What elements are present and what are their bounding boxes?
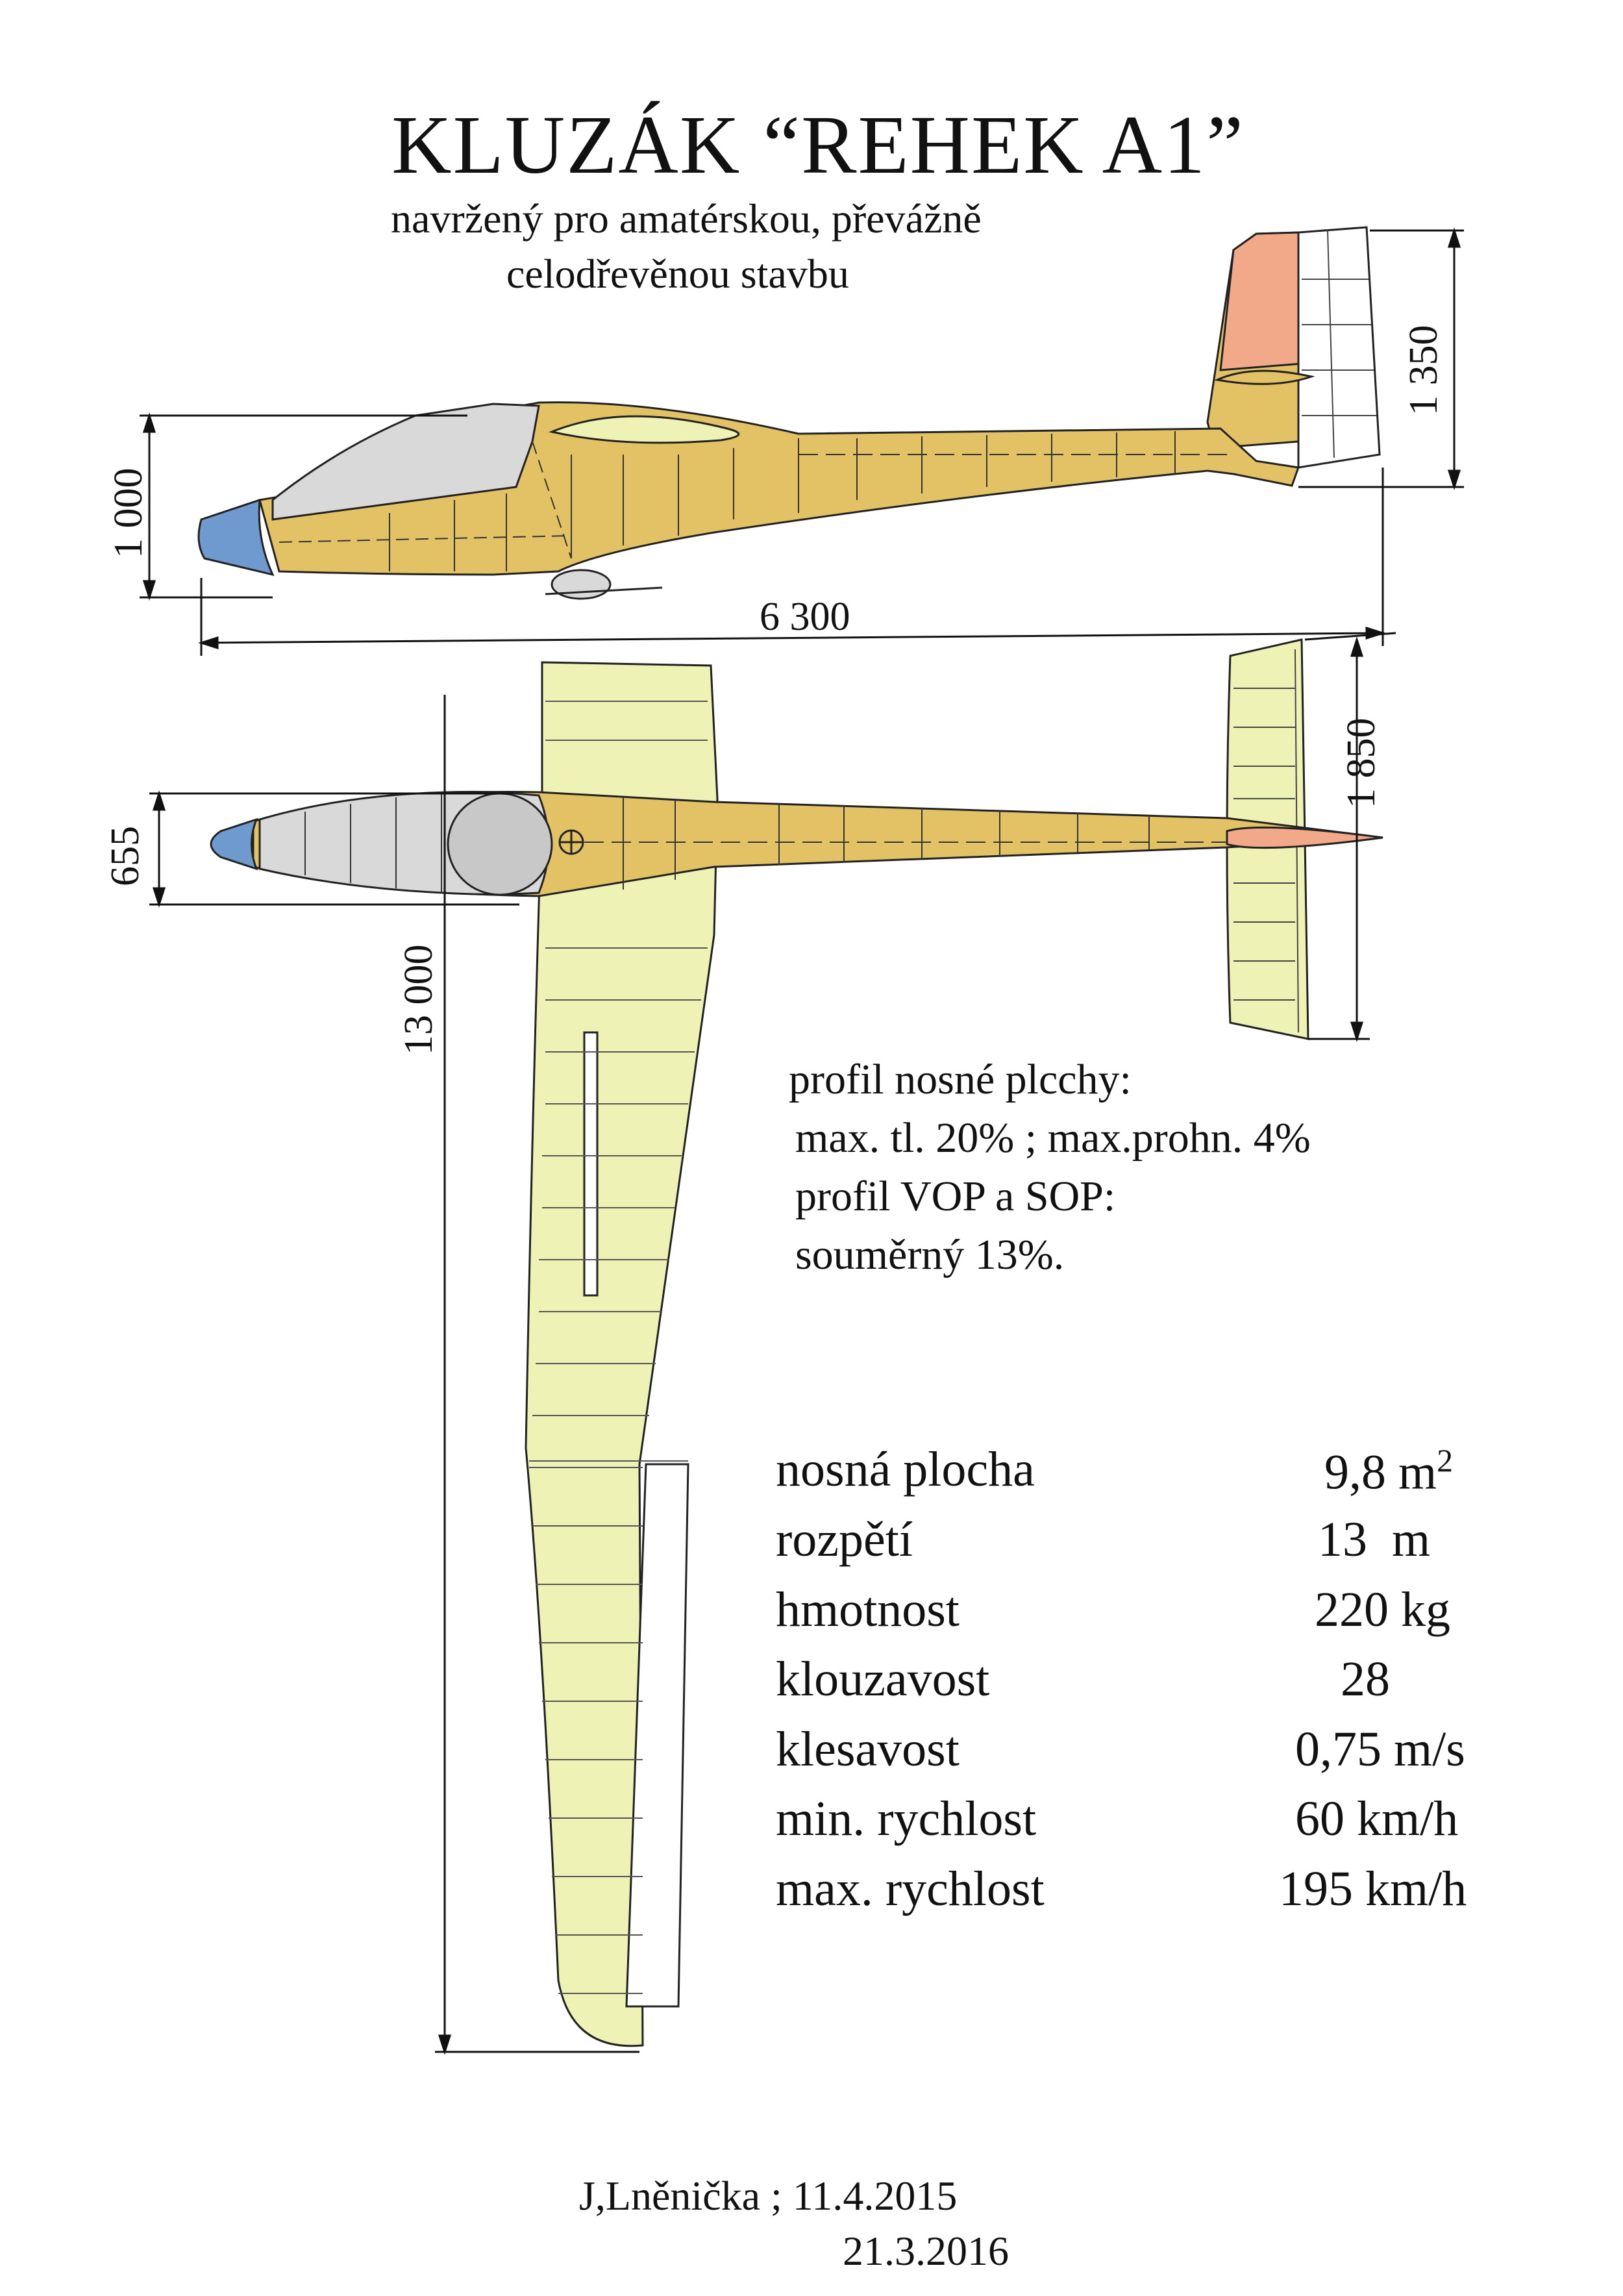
spec-value-max-speed: 195 km/h <box>1279 1862 1467 1916</box>
spec-value-area-text: 9,8 m <box>1324 1445 1437 1500</box>
side-nose-cone <box>197 498 275 577</box>
top-wing <box>525 661 719 2047</box>
revision-date: 21.3.2016 <box>843 2228 1009 2274</box>
profile-note-1: profil nosné plcchy: <box>789 1056 1132 1103</box>
top-canopy-rear <box>447 792 553 896</box>
top-nose-cone <box>210 817 258 871</box>
top-aileron <box>625 1463 689 2008</box>
subtitle-line-1: navržený pro amatérskou, převážně <box>391 195 982 242</box>
side-canopy <box>271 403 540 521</box>
top-spoiler <box>583 1031 599 1297</box>
side-rudder-trailing <box>1297 226 1381 469</box>
dim-tailplane-span: 1 850 <box>1339 718 1383 809</box>
dim-tail-height: 1 350 <box>1402 325 1446 416</box>
dim-fuselage-length: 6 300 <box>760 595 850 639</box>
spec-value-area-sup: 2 <box>1437 1442 1454 1479</box>
side-tailplane-profile <box>1213 369 1315 385</box>
spec-value-glide-ratio: 28 <box>1341 1652 1390 1706</box>
top-view <box>149 632 1396 2055</box>
spec-label-max-speed: max. rychlost <box>776 1862 1045 1916</box>
spec-value-area: 9,8 m2 <box>1324 1441 1453 1501</box>
dim-fuselage-height: 1 000 <box>106 468 151 559</box>
top-rudder <box>1226 826 1383 849</box>
spec-value-mass: 220 kg <box>1315 1582 1450 1637</box>
spec-value-min-speed: 60 km/h <box>1295 1791 1459 1846</box>
dim-fuselage-width: 655 <box>103 826 147 886</box>
author-date-line: J,Lněnička ; 11.4.2015 <box>579 2173 958 2219</box>
profile-note-2: max. tl. 20% ; max.prohn. 4% <box>795 1114 1311 1162</box>
spec-label-span: rozpětí <box>776 1512 913 1567</box>
page-title: KLUZÁK “REHEK A1” <box>391 99 1245 191</box>
subtitle-line-2: celodřevěnou stavbu <box>506 251 849 297</box>
side-landing-wheel <box>551 569 612 600</box>
spec-label-glide-ratio: klouzavost <box>776 1652 990 1706</box>
spec-label-sink-rate: klesavost <box>776 1722 960 1777</box>
spec-label-min-speed: min. rychlost <box>776 1791 1037 1846</box>
spec-value-span: 13 m <box>1318 1512 1431 1567</box>
spec-value-sink-rate: 0,75 m/s <box>1295 1722 1465 1777</box>
side-wing-root-profile <box>549 415 740 444</box>
spec-label-area: nosná plocha <box>776 1442 1035 1497</box>
side-view <box>140 226 1464 656</box>
profile-note-3: profil VOP a SOP: <box>795 1173 1116 1220</box>
spec-label-mass: hmotnost <box>776 1582 960 1637</box>
side-rudder <box>1219 231 1303 371</box>
profile-note-4: souměrný 13%. <box>795 1231 1065 1279</box>
dim-wingspan: 13 000 <box>397 945 441 1056</box>
